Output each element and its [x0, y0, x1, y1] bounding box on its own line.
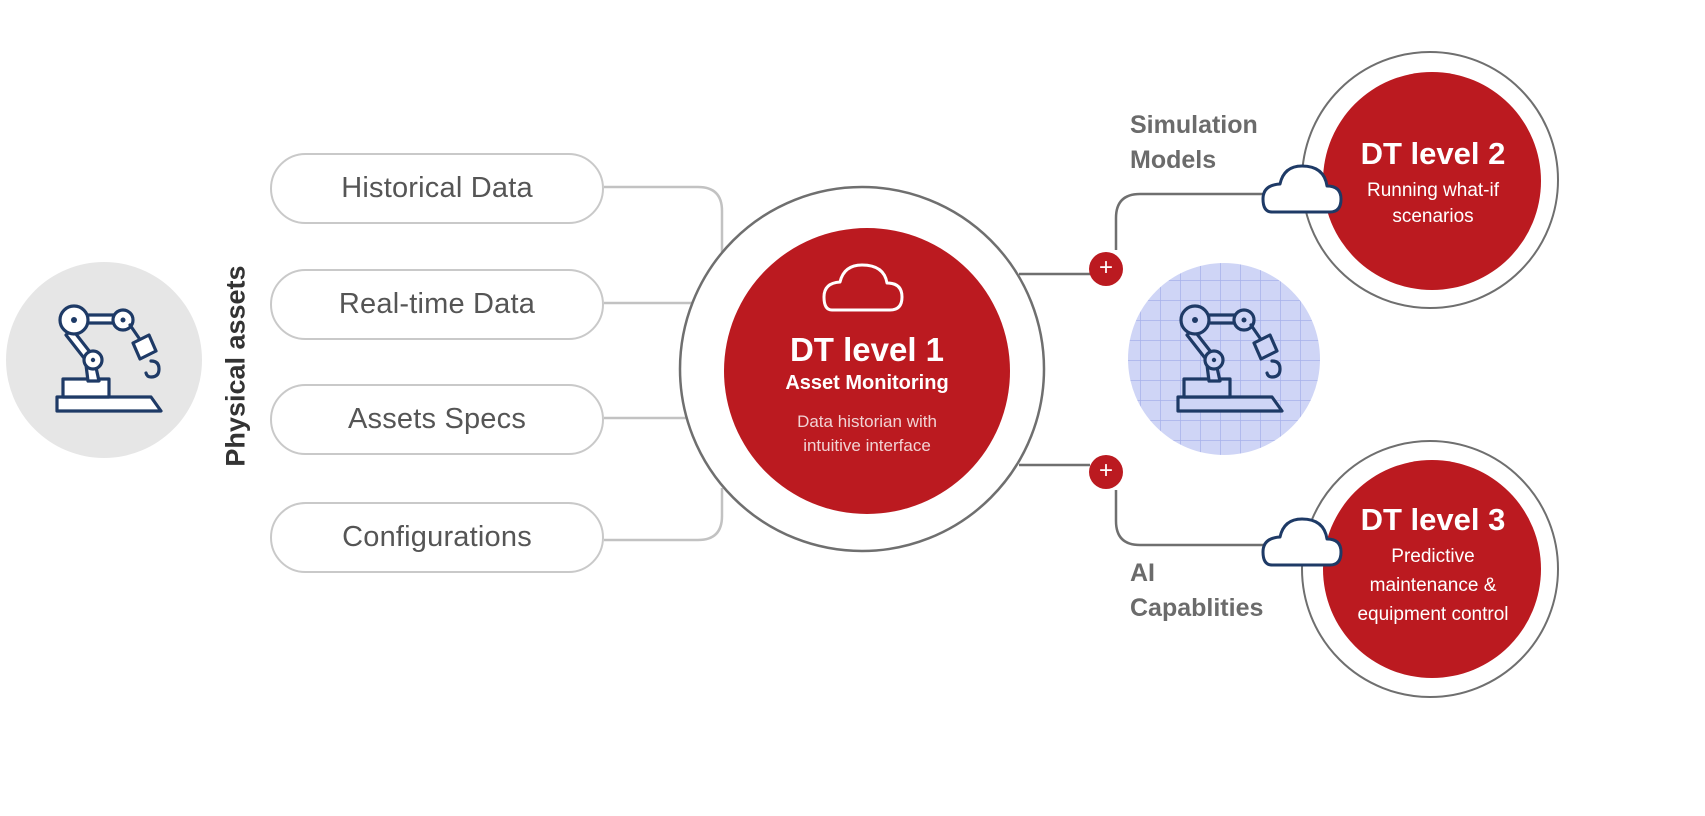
level3-circle [1323, 460, 1541, 678]
level1-text: DT level 1 Asset Monitoring Data histori… [747, 330, 987, 458]
level1-description-line1: Data historian with [797, 412, 937, 431]
level2-cloud-icon [1261, 164, 1343, 214]
plus-node-top [1089, 252, 1123, 286]
ai-label-line2: Capablities [1130, 594, 1264, 622]
plus-node-bottom [1089, 455, 1123, 489]
plus-symbol-bottom: + [1098, 457, 1113, 484]
level1-subtitle: Asset Monitoring [785, 372, 949, 394]
simulation-models-label: Simulation Models [1130, 108, 1258, 178]
level2-text: DT level 2 Running what-if scenarios [1338, 134, 1528, 230]
level2-description-line1: Running what-if [1366, 180, 1500, 201]
level2-title: DT level 2 [1360, 136, 1506, 171]
level-connectors [1019, 192, 1270, 547]
source-connectors [604, 185, 724, 542]
pill-configurations: Configurations [270, 502, 604, 573]
robot-arm-icon [55, 304, 163, 413]
connector-historical [604, 185, 724, 252]
simulation-label-line1: Simulation [1130, 111, 1258, 139]
physical-assets-label: Physical assets [220, 265, 251, 467]
pill-historical-data: Historical Data [270, 153, 604, 224]
ai-capabilities-label: AI Capablities [1130, 556, 1263, 626]
pill-assets-specs: Assets Specs [270, 384, 604, 455]
simulation-label-line2: Models [1130, 146, 1217, 174]
connector-to-level3-branch [1114, 490, 1270, 547]
level3-text: DT level 3 Predictive maintenance & equi… [1338, 500, 1528, 629]
level1-title: DT level 1 [789, 331, 945, 368]
connector-configurations [604, 488, 724, 542]
level1-description-line2: intuitive interface [803, 436, 931, 455]
robot-arm-grid-icon [1176, 304, 1284, 413]
level3-title: DT level 3 [1360, 502, 1506, 537]
level2-circle [1323, 72, 1541, 290]
level3-description-line2: maintenance & [1369, 575, 1497, 596]
physical-assets-circle [6, 262, 202, 458]
plus-symbol-top: + [1098, 254, 1113, 281]
connector-to-level2-branch [1114, 192, 1270, 250]
level1-circle [724, 228, 1010, 514]
level2-description-line2: scenarios [1392, 206, 1474, 227]
level3-cloud-icon [1261, 517, 1343, 567]
level1-cloud-icon [822, 263, 904, 312]
level3-description-line1: Predictive [1391, 546, 1475, 567]
level3-description-line3: equipment control [1357, 604, 1509, 625]
pill-realtime-data: Real-time Data [270, 269, 604, 340]
ai-label-line1: AI [1130, 559, 1155, 587]
